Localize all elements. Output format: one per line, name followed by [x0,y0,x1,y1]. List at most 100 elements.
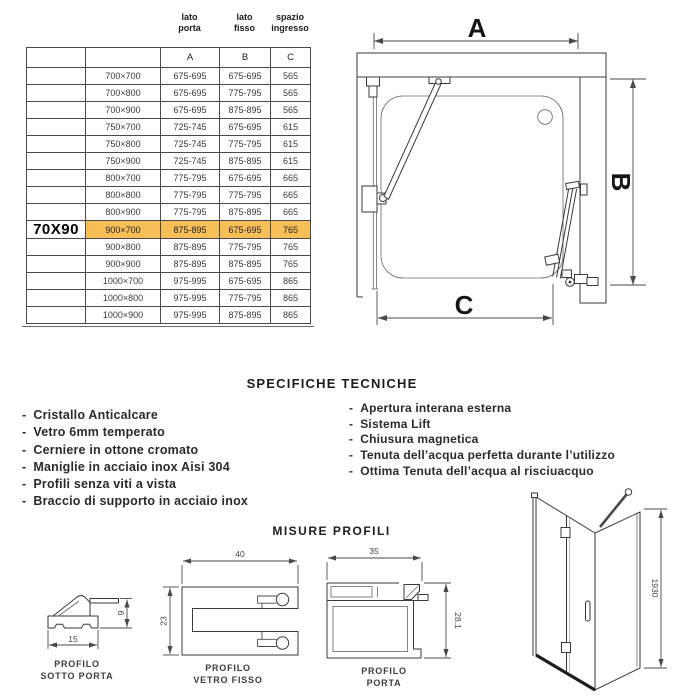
dim-sotto-porta-height: 9 [116,610,126,615]
row-label [26,118,86,136]
profile-sotto-porta-drawing: 9 15 [47,595,132,649]
cell-lato-porta: 775-795 [160,169,220,187]
cell-lato-fisso: 875-895 [219,152,271,170]
cell-lato-porta: 725-745 [160,118,220,136]
spec-item: -Ottima Tenuta dell’acqua al risciuacquo [349,464,615,480]
cell-lato-porta: 975-995 [160,272,220,290]
door-handle [544,253,561,266]
cell-spazio-ingresso: 615 [270,118,311,136]
spec-item-text: Profili senza viti a vista [33,477,177,492]
dim-sotto-porta-width: 15 [68,634,78,644]
cell-spazio-ingresso: 665 [270,186,311,204]
row-label [26,272,86,290]
cell-spazio-ingresso: 665 [270,169,311,187]
table-underline [22,326,314,327]
bullet-dash: - [349,463,354,478]
dim-enclosure-height: 1930 [644,508,667,669]
row-label [26,152,86,170]
cell-lato-fisso: 775-795 [219,84,271,102]
spec-item: -Tenuta dell’acqua perfetta durante l’ut… [349,448,615,464]
bullet-dash: - [22,442,27,457]
col-group-lato-porta: lato porta [178,12,201,33]
row-label [26,238,86,256]
cell-size: 900×700 [85,220,161,239]
dim-b-label: B [606,173,636,192]
glass-clamp-top [366,76,380,87]
cell-spazio-ingresso: 765 [270,238,311,256]
cell-size: 700×800 [85,84,161,102]
row-label [26,186,86,204]
cell-spazio-ingresso: 565 [270,67,311,85]
letters-row: A B C [26,47,311,68]
spec-list-right: -Apertura interana esterna-Sistema Lift-… [349,401,615,480]
spec-item-text: Ottima Tenuta dell’acqua al risciuacquo [360,463,594,478]
enclosure-3d-drawing: 1930 [531,488,667,692]
col-letter-b: B [219,47,271,68]
cell-lato-fisso: 775-795 [219,135,271,153]
dim-c: C [376,284,554,325]
cell-lato-porta: 675-695 [160,101,220,119]
spec-item: -Sistema Lift [349,417,615,433]
bullet-dash: - [22,459,27,474]
door-hinge [561,269,572,278]
cell-size: 1000×900 [85,306,161,324]
cell-spazio-ingresso: 865 [270,289,311,307]
support-arm [383,76,451,201]
cell-size: 800×700 [85,169,161,187]
profile-label-sotto-porta: PROFILO SOTTO PORTA [40,659,114,681]
hinge-bottom [561,642,571,653]
cell-lato-porta: 725-745 [160,152,220,170]
cell-size: 700×700 [85,67,161,85]
cell-size: 750×800 [85,135,161,153]
dim-enclosure-height-label: 1930 [650,579,660,598]
cell-spazio-ingresso: 665 [270,203,311,221]
drain-hole [537,109,553,125]
profile-vetro-fisso-drawing: 40 23 [159,549,299,656]
cell-lato-porta: 875-895 [160,220,220,239]
swing-door [544,180,599,287]
cell-lato-fisso: 775-795 [219,238,271,256]
col-letter-c: C [270,47,311,68]
spec-item-text: Cristallo Anticalcare [33,408,158,422]
cell-spazio-ingresso: 765 [270,255,311,273]
spec-item: -Chiusura magnetica [349,432,615,448]
cell-spazio-ingresso: 615 [270,152,311,170]
cell-lato-fisso: 675-695 [219,67,271,85]
spec-item-text: Apertura interana esterna [360,401,512,415]
col-group-lato-fisso: lato fisso [233,12,255,33]
row-label [26,203,86,221]
cell-lato-fisso: 875-895 [219,306,271,324]
spec-item: -Profili senza viti a vista [22,476,248,493]
col-letter-a: A [160,47,220,68]
cell-lato-fisso: 675-695 [219,169,271,187]
cell-size: 750×900 [85,152,161,170]
spec-item-text: Vetro 6mm temperato [33,425,165,440]
spec-item: -Cristallo Anticalcare [22,407,248,424]
cell-lato-porta: 675-695 [160,84,220,102]
spec-item-text: Maniglie in acciaio inox Aisi 304 [33,459,230,474]
cell-lato-fisso: 775-795 [219,186,271,204]
fixed-glass-panel [361,76,387,290]
row-label [26,84,86,102]
dim-b: B [606,78,646,286]
row-label [26,306,86,324]
wall-top [356,52,607,298]
row-label: 70X90 [26,220,86,239]
cell-spazio-ingresso: 865 [270,272,311,290]
shower-tray [380,95,564,279]
row-label [26,169,86,187]
cell-lato-fisso: 675-695 [219,220,271,239]
spec-item-text: Sistema Lift [360,416,431,431]
spec-item-text: Cerniere in ottone cromato [33,442,199,457]
spec-item: -Braccio di supporto in acciaio inox [22,493,248,510]
spec-item: -Apertura interana esterna [349,401,615,417]
